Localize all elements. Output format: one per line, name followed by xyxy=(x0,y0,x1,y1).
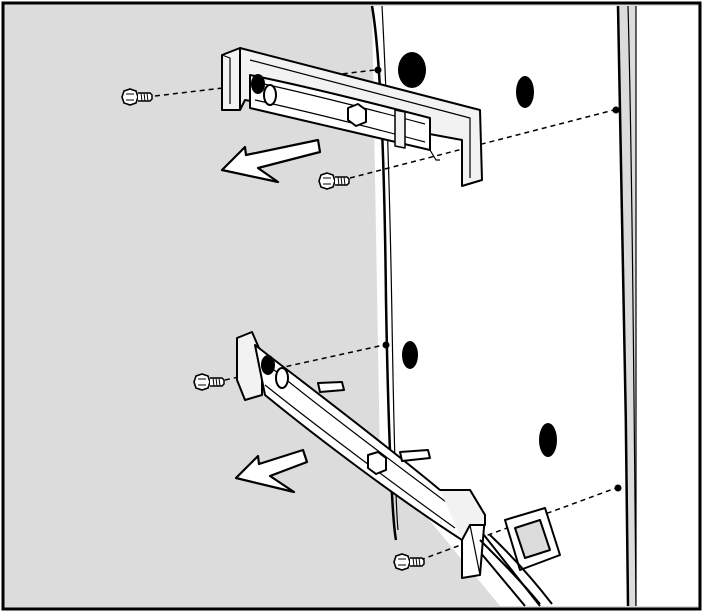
appliance-edge-left xyxy=(370,5,398,541)
lower-mounting-bracket xyxy=(236,331,561,605)
removal-arrow-lower xyxy=(234,448,309,494)
panel-hole-1 xyxy=(398,52,426,88)
panel-hole-2 xyxy=(516,76,534,108)
right-white-strip xyxy=(636,6,698,606)
panel-hole-3 xyxy=(402,341,418,369)
screw-hole-2 xyxy=(612,106,620,114)
screw-hole-4 xyxy=(614,484,622,492)
upper-mounting-bracket xyxy=(221,47,483,187)
screw-hole-3 xyxy=(382,341,390,349)
appliance-edge-right xyxy=(616,5,630,607)
appliance-edge-right-inner xyxy=(627,5,637,607)
removal-arrow-upper xyxy=(220,138,322,184)
panel-hole-4 xyxy=(539,423,557,457)
appliance-side-panel xyxy=(372,6,628,606)
screw-hole-1 xyxy=(374,66,382,74)
